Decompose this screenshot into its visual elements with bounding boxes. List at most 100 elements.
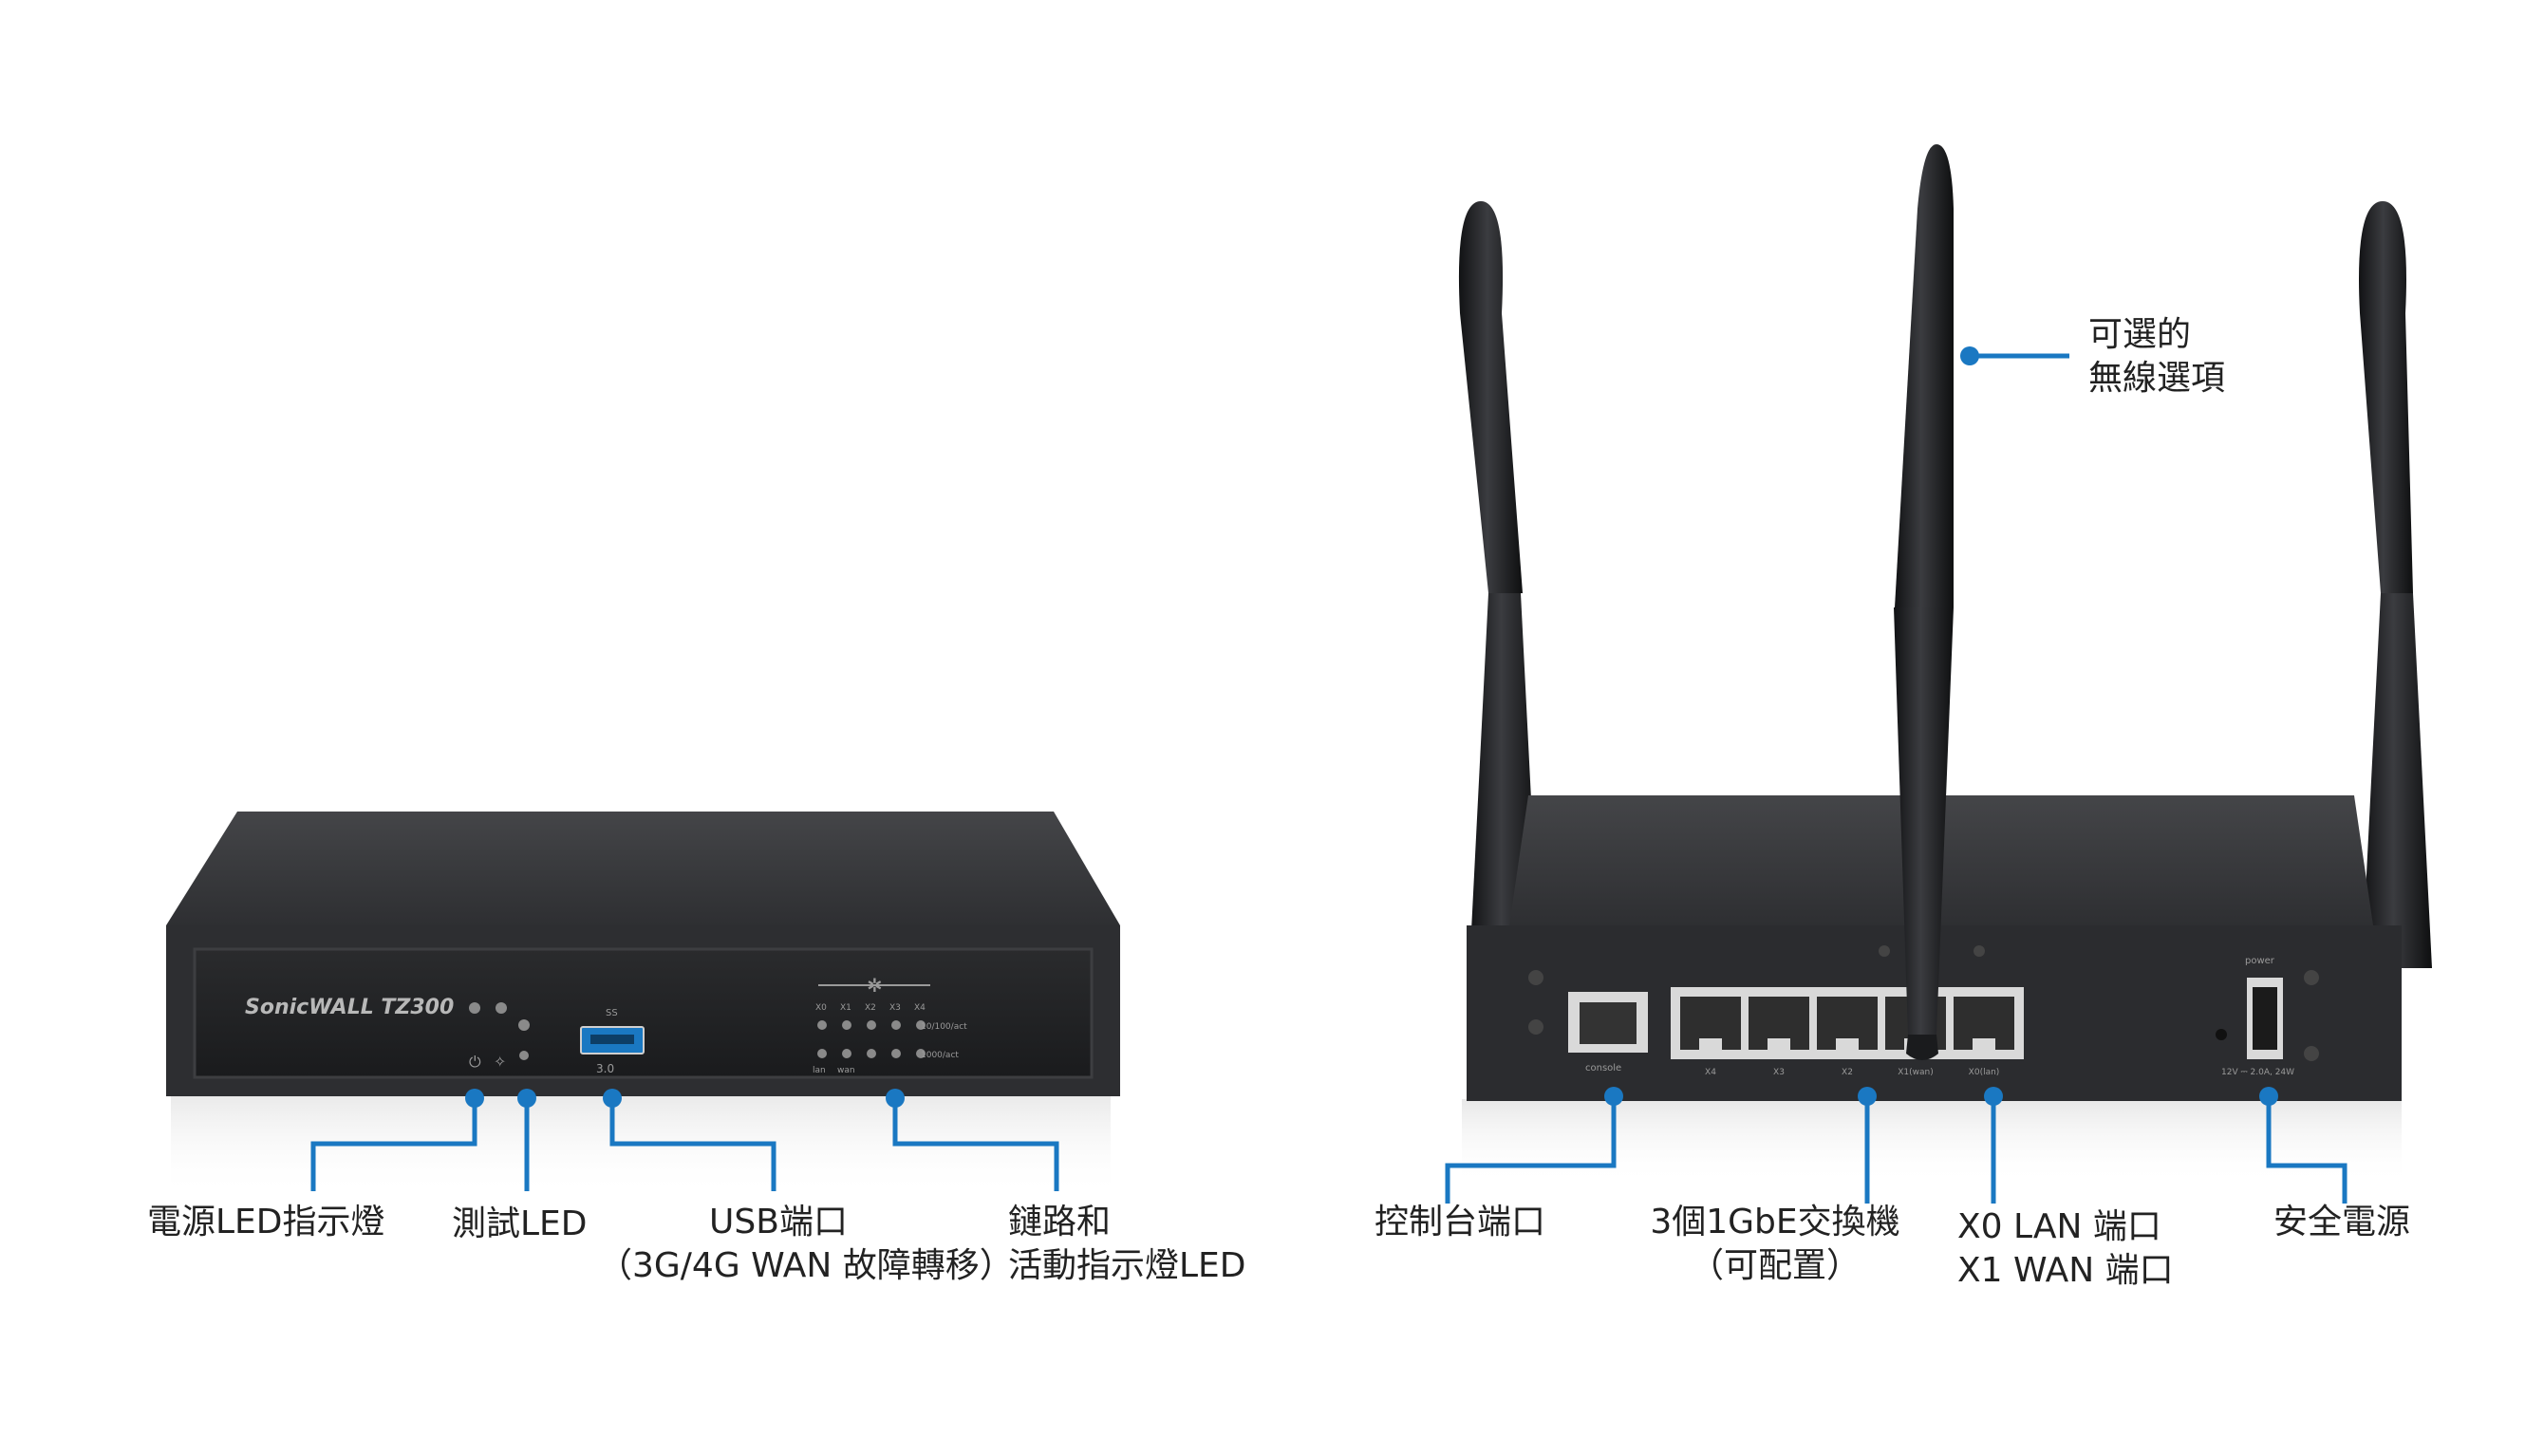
ethernet-port-label: X1(wan) [1898,1068,1934,1077]
screw [2304,970,2319,985]
link-led-header-label: X2 [865,1003,876,1013]
usb-port-slot [590,1035,634,1044]
callout-wireless: 可選的 無線選項 [2088,313,2225,401]
link-led [867,1020,876,1030]
callout-dot [517,1089,536,1108]
link-led [916,1049,926,1058]
callout-secure-power: 安全電源 [2273,1203,2411,1241]
callout-power-led: 電源LED指示燈 [147,1203,385,1241]
center-antenna-base [1906,1035,1938,1060]
callout-link-line1: 鏈路和 [1008,1203,1112,1241]
callout-test-led: 測試LED [452,1204,588,1243]
link-led [817,1049,827,1058]
screw [2304,1046,2319,1061]
power-port-label: power [2245,956,2275,966]
center-antenna [1895,144,1954,607]
network-star-icon: ✲ [867,974,883,997]
ethernet-port-tab [1768,1038,1790,1050]
front-brand-label: SonicWALL TZ300 [245,996,454,1019]
callout-usb-line1: USB端口 [709,1203,848,1241]
link-led-header: X0 X1 X2 X3 X4 [815,1003,926,1013]
power-switch [2253,987,2277,1050]
right-antenna [2359,201,2413,593]
test-led-dot [496,1002,507,1014]
speed-label-bottom: 1000/act [921,1051,959,1060]
ethernet-port-tab [1973,1038,1995,1050]
link-led [867,1049,876,1058]
status-led-dot-low [519,1051,529,1060]
callout-dot [1604,1087,1623,1106]
usb-ss-label: 3.0 [596,1062,614,1075]
callout-dot [1984,1087,2003,1106]
callout-switch-line1: 3個1GbE交換機 [1650,1203,1900,1241]
ethernet-port-label: X3 [1773,1068,1785,1077]
front-panel [193,947,1094,1079]
callout-usb-line2: （3G/4G WAN 故障轉移） [598,1246,1014,1285]
callout-console-port: 控制台端口 [1375,1203,1546,1241]
ethernet-port-tab [1836,1038,1859,1050]
back-device: console X4 X3 X2 X1(wan) X0(lan) power 12V ⎓… [1458,144,2432,1185]
front-chassis-top [166,812,1120,925]
callout-switch-line2: （可配置） [1689,1246,1861,1285]
callout-dot [2259,1087,2278,1106]
switch-port-labels: X4 X3 X2 X1(wan) X0(lan) [1705,1068,1999,1077]
callout-line-console [1445,1096,1617,1204]
callout-line-link-led [892,1098,1059,1191]
callout-line-usb [609,1098,776,1191]
callout-dot [1960,346,1979,365]
screw [1879,945,1890,957]
callout-link-led: 鏈路和 活動指示燈LED [1008,1201,1246,1288]
wrench-icon: ✧ [494,1053,506,1071]
switch-ports [1680,997,2014,1050]
screw [1528,970,1543,985]
callout-wireless-line1: 可選的 [2088,315,2192,354]
link-led [842,1049,851,1058]
usb-port-label: SS [606,1008,618,1018]
link-led-header-label: X3 [889,1003,901,1013]
console-port-label: console [1585,1063,1621,1073]
center-antenna-lower [1894,607,1954,1035]
link-led [891,1020,901,1030]
console-port [1580,1002,1637,1044]
screw [1973,945,1985,957]
callout-lan-line: X0 LAN 端口 [1957,1207,2161,1246]
callout-link-line2: 活動指示燈LED [1008,1246,1246,1285]
wan-led-label: wan [837,1066,855,1075]
left-antenna [1458,201,1523,593]
link-led [817,1020,827,1030]
callout-dot [465,1089,484,1108]
reset-hole [2216,1029,2227,1040]
link-led-dots [817,1020,926,1058]
callout-line-power [2266,1096,2348,1204]
link-led-header-label: X4 [914,1003,926,1013]
status-led-dot [518,1019,530,1031]
callout-wan-line: X1 WAN 端口 [1957,1251,2174,1290]
speed-label-top: 10/100/act [921,1022,967,1032]
callout-switch: 3個1GbE交換機 （可配置） [1637,1201,1913,1288]
callout-usb-port: USB端口 （3G/4G WAN 故障轉移） [598,1201,1014,1288]
link-led-header-label: X1 [840,1003,851,1013]
lan-led-label: lan [813,1066,826,1075]
callout-lan-wan: X0 LAN 端口 X1 WAN 端口 [1957,1205,2174,1293]
callout-wireless-line2: 無線選項 [2088,359,2226,398]
screw [1528,1019,1543,1035]
link-led [916,1020,926,1030]
power-rating-label: 12V ⎓ 2.0A, 24W [2221,1068,2294,1077]
back-reflection [1462,1099,2402,1185]
ethernet-port-label: X0(lan) [1969,1068,2000,1077]
power-icon: ⏻ [469,1053,481,1071]
ethernet-port-tab [1699,1038,1722,1050]
power-led [469,1002,480,1014]
ethernet-port-label: X4 [1705,1068,1716,1077]
link-led [842,1020,851,1030]
right-antenna-base [2362,593,2432,968]
callout-dot [1858,1087,1877,1106]
ethernet-port-label: X2 [1842,1068,1853,1077]
callout-line-power-led [310,1098,477,1191]
link-led [891,1049,901,1058]
callout-dot [603,1089,622,1108]
link-led-header-label: X0 [815,1003,827,1013]
callout-dots [465,346,2278,1108]
